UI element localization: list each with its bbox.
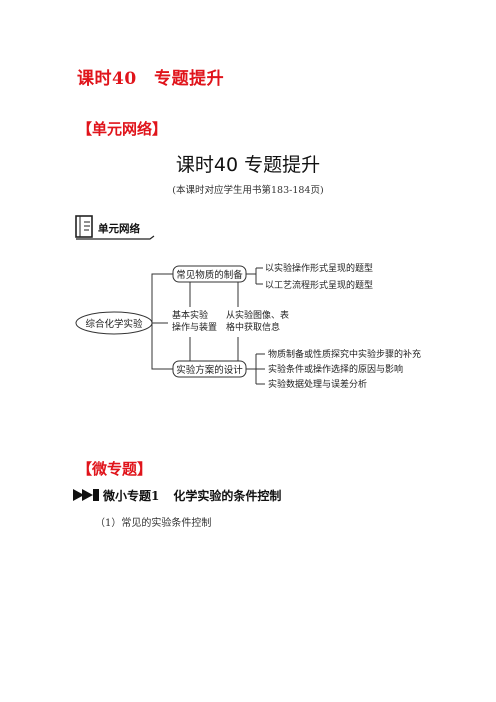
design-item-1: 物质制备或性质探究中实验步骤的补充 (268, 348, 421, 360)
lesson-title: 课时40 专题提升 (175, 154, 321, 176)
design-item-2: 实验条件或操作选择的原因与影响 (268, 363, 403, 375)
root-node-label: 综合化学实验 (85, 318, 143, 330)
design-item-3: 实验数据处理与误差分析 (268, 378, 367, 390)
micro-topic-row: 微小专题1 化学实验的条件控制 (73, 487, 281, 503)
badge-underline (76, 235, 155, 240)
unit-network-badge: 单元网络 (75, 215, 155, 240)
prep-bracket (246, 267, 263, 285)
design-bracket (246, 353, 265, 385)
section-heading-unit-network: 【单元网络】 (77, 120, 168, 138)
connector-root (151, 273, 173, 370)
prep-item-2: 以工艺流程形式呈现的题型 (265, 279, 373, 291)
node-design-label: 实验方案的设计 (176, 364, 243, 376)
center-left-line2: 操作与装置 (172, 321, 217, 333)
prep-item-1: 以实验操作形式呈现的题型 (265, 262, 373, 274)
double-arrow-icon (73, 489, 99, 501)
section-heading-micro-topic: 【微专题】 (77, 460, 153, 478)
center-right-line1: 从实验图像、表 (226, 309, 289, 321)
micro-topic-label: 微小专题1 (103, 488, 160, 503)
book-icon-spine (79, 216, 90, 237)
badge-label: 单元网络 (98, 222, 140, 235)
node-prep-label: 常见物质的制备 (176, 269, 243, 281)
micro-topic-title: 化学实验的条件控制 (173, 488, 282, 503)
lesson-subtitle: (本课时对应学生用书第183-184页) (172, 185, 324, 196)
page-title: 课时40 专题提升 (77, 69, 225, 89)
subpoint-text: （1）常见的实验条件控制 (95, 518, 212, 529)
center-left-line1: 基本实验 (172, 309, 208, 321)
center-right-line2: 格中获取信息 (226, 321, 280, 333)
connector-center (189, 282, 239, 361)
